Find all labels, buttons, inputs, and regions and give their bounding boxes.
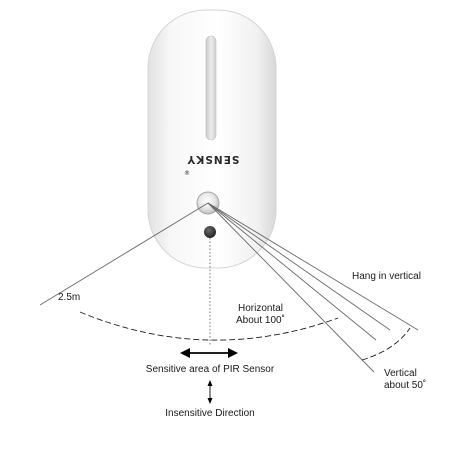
vertical-label: Vertical <box>384 368 417 379</box>
vertical-angle-label: about 50˚ <box>384 379 426 391</box>
night-light-device: SENSKY ® <box>147 9 277 269</box>
sensitive-area-label: Sensitive area of PIR Sensor <box>146 364 275 375</box>
vertical-arc <box>361 327 411 361</box>
vertical-boundary-3 <box>207 202 419 331</box>
sensitive-arrow <box>180 348 238 358</box>
angle-arcs <box>79 311 411 361</box>
vertical-boundary-2 <box>207 202 375 373</box>
insensitive-direction-label: Insensitive Direction <box>165 408 254 419</box>
horizontal-label: Horizontal <box>238 303 283 314</box>
light-strip <box>205 35 217 141</box>
insensitive-arrow <box>207 380 213 404</box>
horizontal-boundary-left <box>39 202 209 306</box>
vertical-boundary-1 <box>207 202 391 331</box>
horizontal-boundary-right <box>207 202 377 341</box>
horizontal-angle-label: About 100˚ <box>236 314 285 326</box>
horizontal-arc <box>79 311 339 341</box>
detection-lines <box>39 202 419 373</box>
light-sensor <box>204 226 216 238</box>
brand-logo: SENSKY <box>187 153 240 165</box>
hang-vertical-label: Hang in vertical <box>352 271 421 282</box>
registered-mark: ® <box>184 170 190 177</box>
brand-text: SENSKY <box>187 153 240 165</box>
range-label: 2.5m <box>58 292 80 303</box>
